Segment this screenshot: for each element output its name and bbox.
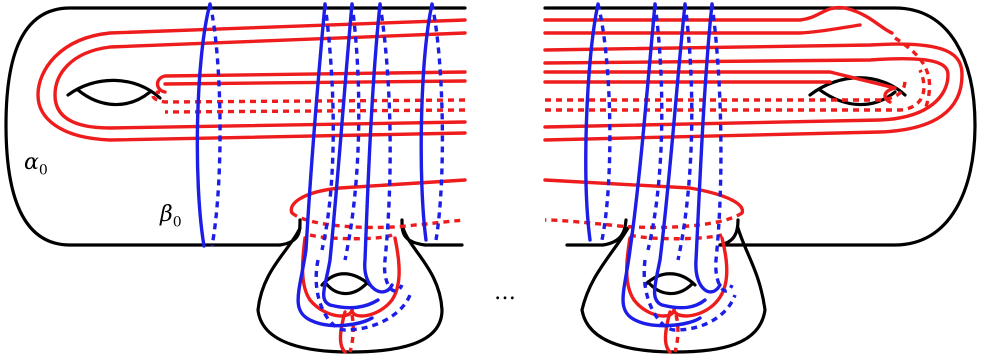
beta-curves [195, 2, 737, 332]
beta-label: β0 [160, 202, 182, 231]
hole-right-handle [643, 272, 697, 296]
alpha-curves [36, 5, 964, 354]
hole-left-body [66, 78, 162, 107]
ellipsis: … [494, 280, 520, 305]
hole-left-handle [320, 272, 372, 296]
alpha-label: α0 [24, 150, 48, 179]
gap-mask [467, 0, 543, 262]
